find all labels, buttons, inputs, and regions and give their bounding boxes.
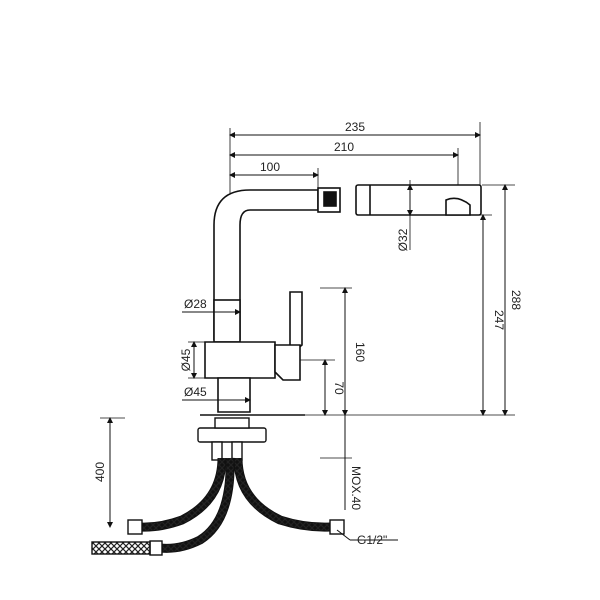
dim-235 <box>229 122 481 185</box>
label-d28: Ø28 <box>184 297 207 311</box>
label-d45-body: Ø45 <box>179 348 193 371</box>
label-247: 247 <box>492 310 506 330</box>
thread-leader <box>336 529 398 541</box>
supply-hoses <box>91 457 345 556</box>
dim-100 <box>229 168 319 188</box>
dim-d45-body <box>188 341 210 379</box>
mounting-plate <box>197 417 267 461</box>
label-210: 210 <box>334 140 354 154</box>
label-70: 70 <box>332 381 346 395</box>
label-288: 288 <box>509 290 523 310</box>
label-235: 235 <box>345 120 365 134</box>
label-100: 100 <box>260 160 280 174</box>
label-d45-base: Ø45 <box>184 385 207 399</box>
dim-70 <box>300 359 335 416</box>
dim-400 <box>100 417 125 528</box>
dim-288 <box>482 184 515 416</box>
label-400: 400 <box>93 462 107 482</box>
dim-247 <box>470 214 492 416</box>
label-d32: Ø32 <box>396 228 410 251</box>
dim-160 <box>320 287 352 416</box>
label-thread: G1/2" <box>357 533 387 547</box>
dim-max40 <box>320 415 352 510</box>
label-max40: MOX.40 <box>349 466 363 510</box>
label-160: 160 <box>353 342 367 362</box>
